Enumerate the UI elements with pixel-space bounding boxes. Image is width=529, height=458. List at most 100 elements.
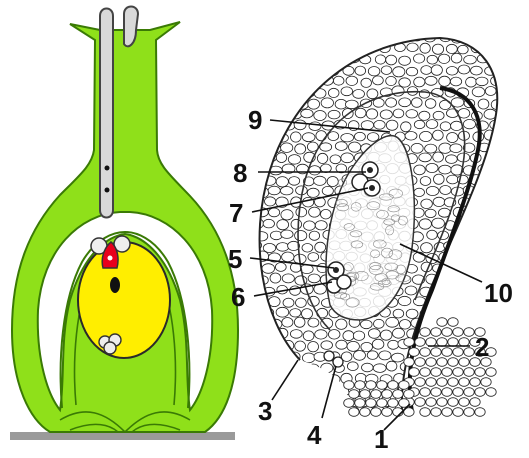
- tissue-cell: [446, 132, 459, 143]
- tissue-cell: [294, 316, 306, 328]
- label-8: 8: [233, 158, 247, 188]
- funiculus-cell: [365, 380, 377, 390]
- tissue-cell: [420, 242, 433, 254]
- tissue-cell: [269, 38, 282, 43]
- egg-cell: [101, 241, 119, 269]
- tissue-cell: [238, 43, 249, 52]
- tissue-cell: [398, 77, 411, 88]
- funiculus-cell: [387, 380, 399, 390]
- tissue-cell: [462, 231, 476, 241]
- tissue-cell: [497, 198, 498, 209]
- tissue-cell: [470, 264, 484, 274]
- tissue-cell: [275, 242, 290, 252]
- funiculus-cell: [447, 357, 459, 367]
- funiculus-cell: [398, 380, 410, 390]
- tissue-cell: [484, 197, 498, 208]
- funiculus-lines: [59, 411, 191, 433]
- tissue-cell: [308, 230, 320, 241]
- tissue-cell: [280, 229, 294, 239]
- tissue-cell: [259, 76, 269, 88]
- tissue-cell: [300, 44, 314, 55]
- tissue-cell: [426, 54, 439, 65]
- tissue-cell: [294, 230, 308, 242]
- funiculus-cell: [447, 397, 459, 407]
- tissue-cell: [378, 350, 392, 361]
- funiculus-cell: [430, 367, 442, 377]
- tissue-cell: [361, 362, 374, 373]
- tissue-cell: [275, 152, 288, 163]
- tissue-cell: [392, 108, 405, 119]
- tissue-cell: [463, 55, 477, 65]
- sac-cell: [350, 202, 362, 212]
- tissue-cell: [445, 154, 458, 164]
- funiculus-cell: [414, 377, 426, 387]
- tissue-cell: [259, 231, 269, 242]
- tissue-cell: [345, 75, 359, 86]
- tissue-cell: [495, 65, 498, 76]
- funiculus-cell: [348, 407, 360, 417]
- tissue-cell: [259, 319, 268, 330]
- tissue-cell: [496, 350, 498, 361]
- tissue-cell: [426, 229, 438, 240]
- tissue-cell: [483, 242, 496, 252]
- funiculus-cell: [463, 387, 475, 397]
- tissue-cell: [281, 317, 294, 328]
- egg-apparatus-nucleus: [367, 167, 373, 173]
- tissue-cell: [373, 38, 385, 43]
- tissue-cell: [431, 217, 445, 229]
- funiculus-cell: [430, 347, 442, 357]
- tissue-cell: [496, 240, 498, 251]
- micropyle-cell-2: [332, 356, 344, 368]
- funiculus-cell: [425, 337, 437, 347]
- funiculus-cell: [463, 347, 475, 357]
- funiculus-cell: [436, 377, 448, 387]
- tissue-cell: [405, 66, 419, 77]
- funiculus-cell: [403, 337, 415, 347]
- tissue-cell: [326, 396, 340, 407]
- tissue-cell: [264, 374, 276, 385]
- tissue-cell: [328, 329, 341, 340]
- funiculus-cell: [469, 377, 481, 387]
- label-1: 1: [374, 424, 388, 454]
- tissue-cell: [332, 406, 346, 410]
- tissue-cell: [242, 408, 254, 418]
- tissue-cell: [477, 98, 490, 110]
- tissue-cell: [282, 297, 295, 308]
- tissue-cell: [498, 43, 509, 53]
- tissue-cell: [259, 350, 262, 361]
- tissue-cell: [294, 340, 306, 352]
- funiculus-cell: [436, 337, 448, 347]
- tissue-cell: [287, 154, 302, 165]
- tissue-cell: [496, 396, 498, 407]
- tissue-cell: [437, 273, 450, 284]
- tissue-cell: [431, 43, 444, 55]
- tissue-cell: [483, 42, 497, 54]
- tissue-cell: [267, 120, 281, 130]
- tissue-cell: [321, 185, 334, 196]
- tissue-cell: [342, 330, 355, 342]
- tissue-cell: [499, 219, 510, 228]
- tissue-cell: [259, 142, 269, 153]
- label-7: 7: [229, 198, 243, 228]
- tissue-cell: [411, 97, 423, 108]
- tissue-cell: [371, 338, 385, 350]
- tissue-cell: [313, 110, 327, 121]
- sac-cell: [397, 215, 408, 226]
- tissue-cell: [449, 76, 463, 87]
- tissue-cell: [406, 42, 419, 53]
- tissue-cell: [281, 163, 296, 174]
- tissue-cell: [293, 119, 307, 131]
- tissue-cell: [282, 406, 295, 410]
- tissue-cell: [387, 339, 400, 350]
- funiculus-cell: [485, 347, 497, 357]
- tissue-cell: [471, 86, 486, 98]
- label-6: 6: [231, 282, 245, 312]
- sac-cell: [354, 270, 369, 281]
- tissue-cell: [259, 240, 263, 251]
- leader-5: [249, 257, 335, 269]
- tissue-cell: [348, 141, 362, 153]
- funiculus-cell: [463, 367, 475, 377]
- funiculus-cell: [441, 387, 453, 397]
- tissue-cell: [379, 109, 393, 120]
